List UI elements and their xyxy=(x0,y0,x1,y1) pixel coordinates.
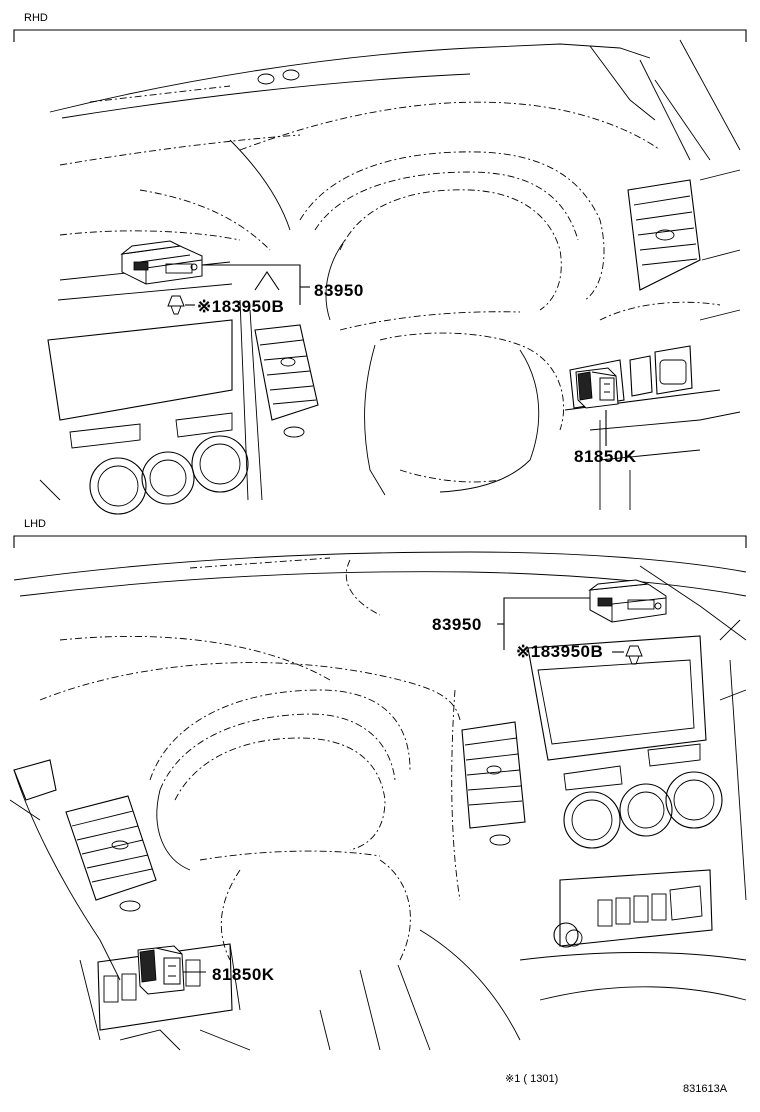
lhd-dashboard-drawing xyxy=(9,551,747,1051)
lhd-switch-81850k-drawing xyxy=(137,945,185,995)
rhd-clip-83950b-drawing xyxy=(167,295,185,315)
lhd-section-label: LHD xyxy=(24,518,46,530)
lhd-section: LHD xyxy=(9,518,747,1051)
rhd-section: RHD xyxy=(13,12,747,515)
lhd-clip-83950b-drawing xyxy=(625,645,643,665)
rhd-section-label: RHD xyxy=(24,12,48,24)
rhd-switch-81850k-drawing xyxy=(575,367,619,409)
rhd-label-81850k: 81850K xyxy=(574,447,637,466)
lhd-label-83950: 83950 xyxy=(432,615,482,634)
drawing-number: 831613A xyxy=(683,1083,728,1095)
lhd-label-83950b: ※183950B xyxy=(516,642,603,661)
lhd-section-bracket xyxy=(13,535,747,548)
lhd-switch-83950-drawing xyxy=(588,579,667,623)
rhd-label-83950b: ※183950B xyxy=(197,297,284,316)
rhd-label-83950: 83950 xyxy=(314,281,364,300)
footer-note: ※1 ( 1301) xyxy=(505,1073,558,1085)
rhd-dashboard-drawing xyxy=(39,39,741,515)
rhd-section-bracket xyxy=(13,29,747,42)
lhd-label-81850k: 81850K xyxy=(212,965,275,984)
lhd-leader-lines xyxy=(182,597,624,973)
rhd-switch-83950-drawing xyxy=(120,240,203,285)
rhd-leader-lines xyxy=(185,264,607,446)
